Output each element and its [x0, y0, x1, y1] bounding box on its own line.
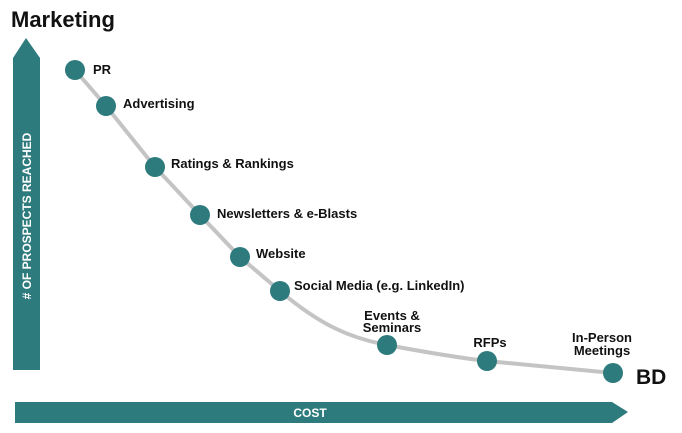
- marketing-title: Marketing: [11, 7, 115, 32]
- point-dot: [190, 205, 210, 225]
- point-social-media: Social Media (e.g. LinkedIn): [270, 278, 464, 301]
- point-advertising: Advertising: [96, 96, 195, 116]
- point-dot: [145, 157, 165, 177]
- cost-curve: [73, 68, 614, 375]
- point-dot: [65, 60, 85, 80]
- bd-title: BD: [636, 366, 666, 389]
- point-ratings-rankings: Ratings & Rankings: [145, 156, 294, 177]
- point-label: RFPs: [473, 335, 506, 350]
- point-label: Newsletters & e-Blasts: [217, 206, 357, 221]
- y-axis-arrow: [13, 38, 40, 370]
- point-dot: [377, 335, 397, 355]
- point-label-line-2: Meetings: [574, 343, 630, 358]
- point-dot: [477, 351, 497, 371]
- point-events-seminars: Events & Seminars: [363, 308, 422, 355]
- point-dot: [270, 281, 290, 301]
- point-label: Website: [256, 246, 306, 261]
- point-dot: [230, 247, 250, 267]
- point-newsletters: Newsletters & e-Blasts: [190, 205, 357, 225]
- point-label: PR: [93, 62, 112, 77]
- point-label-line-2: Seminars: [363, 320, 422, 335]
- point-dot: [603, 363, 623, 383]
- point-pr: PR: [65, 60, 112, 80]
- x-axis-arrow: [15, 402, 628, 423]
- point-label-line-1: Events &: [364, 308, 420, 323]
- point-label: Ratings & Rankings: [171, 156, 294, 171]
- point-rfps: RFPs: [473, 335, 507, 371]
- point-label-line-1: In-Person: [572, 330, 632, 345]
- point-in-person-meetings: In-Person Meetings: [572, 330, 632, 383]
- y-axis-label: # OF PROSPECTS REACHED: [20, 132, 34, 299]
- point-dot: [96, 96, 116, 116]
- x-axis-label: COST: [293, 406, 327, 420]
- point-label: Advertising: [123, 96, 195, 111]
- point-website: Website: [230, 246, 306, 267]
- point-label: Social Media (e.g. LinkedIn): [294, 278, 464, 293]
